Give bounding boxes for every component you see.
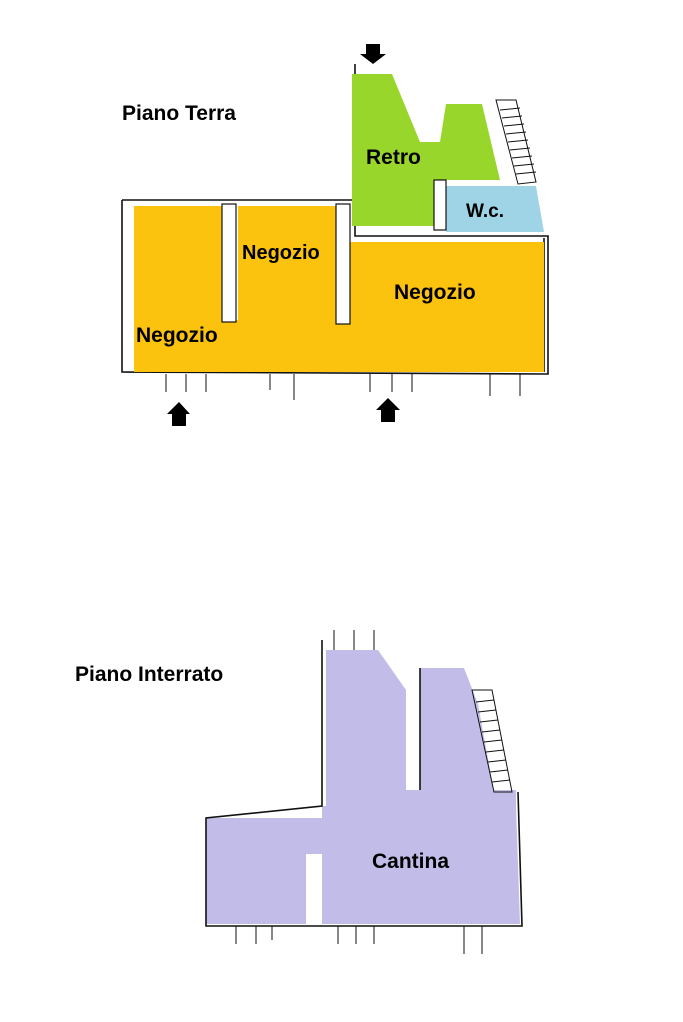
entrance-arrow-top xyxy=(360,44,386,64)
entrance-arrow-bottom-right xyxy=(376,398,400,422)
room-cantina-right-upper xyxy=(420,668,494,792)
room-cantina-left-upper xyxy=(326,650,406,794)
room-cantina-connector xyxy=(326,790,516,810)
label-negozio-right: Negozio xyxy=(394,281,476,304)
label-cantina: Cantina xyxy=(372,850,449,873)
basement-outer-wall xyxy=(205,640,523,927)
basement-staircase xyxy=(471,689,513,793)
room-negozio-middle xyxy=(238,206,336,320)
room-retro xyxy=(352,74,500,226)
label-negozio-left: Negozio xyxy=(136,324,218,347)
basement-floor: Piano Interrato xyxy=(75,630,523,954)
entrance-arrow-bottom-left xyxy=(167,402,190,426)
room-wc xyxy=(446,186,544,232)
label-wc: W.c. xyxy=(466,201,504,222)
wall-divider-1 xyxy=(221,203,237,323)
wall-divider-2 xyxy=(335,203,351,325)
basement-top-marks xyxy=(333,630,375,650)
wall-retro-wc xyxy=(433,179,447,231)
ground-floor-facade-marks xyxy=(165,374,521,400)
room-cantina-main xyxy=(206,806,520,924)
room-negozio-left xyxy=(134,206,222,364)
ground-floor-title: Piano Terra xyxy=(122,102,236,125)
room-negozio-bottom xyxy=(134,340,544,372)
ground-floor-staircase xyxy=(495,99,537,185)
label-retro: Retro xyxy=(366,146,421,169)
basement-title: Piano Interrato xyxy=(75,663,223,686)
ground-floor: Piano Terra xyxy=(121,44,549,426)
label-negozio-middle: Negozio xyxy=(242,242,320,264)
basement-facade-marks xyxy=(235,926,483,954)
